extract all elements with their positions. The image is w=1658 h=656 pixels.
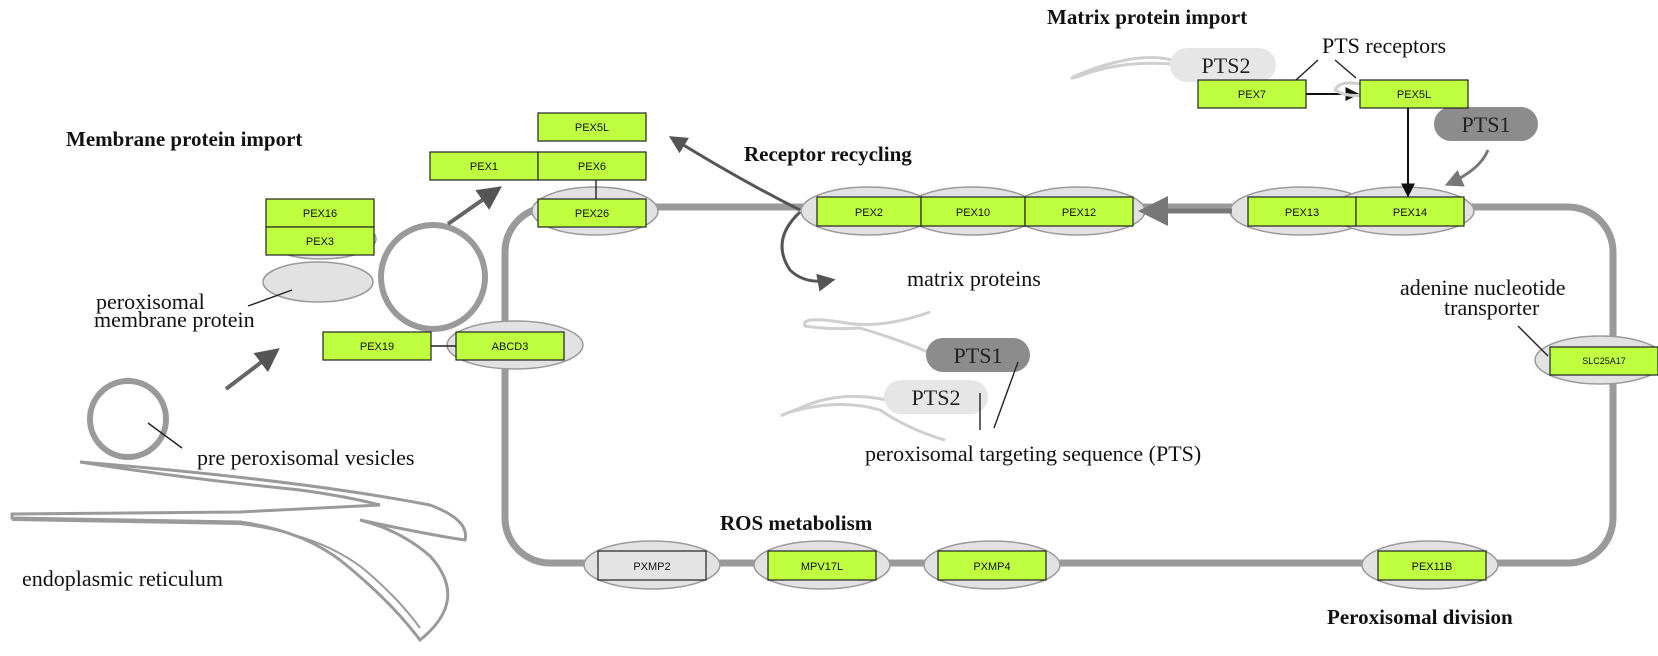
gene-abcd3-label: ABCD3	[492, 341, 529, 353]
label-adenine-line2: transporter	[1444, 295, 1540, 320]
gene-pex5l-recycled[interactable]: PEX5L	[537, 112, 647, 142]
section-ros-metabolism: ROS metabolism	[720, 511, 873, 535]
gene-pex13[interactable]: PEX13	[1247, 196, 1357, 227]
pre-vesicle-pointer	[147, 422, 183, 449]
pts-receptor-pointer-2	[1334, 59, 1357, 79]
gene-pex1[interactable]: PEX1	[429, 151, 539, 181]
arrow-to-pex1	[446, 186, 502, 226]
arrow-vesicle-to-pex19	[224, 348, 280, 391]
gene-pex5l-receptor-label: PEX5L	[1397, 89, 1431, 101]
gene-pex16-label: PEX16	[303, 208, 337, 220]
gene-pex26-label: PEX26	[575, 208, 609, 220]
gene-pex19[interactable]: PEX19	[322, 331, 432, 361]
pts2-tag-mid	[884, 380, 988, 414]
label-matrix-proteins: matrix proteins	[907, 266, 1041, 291]
pts1-tag-top	[1434, 107, 1538, 141]
label-endoplasmic-reticulum: endoplasmic reticulum	[22, 566, 223, 591]
gene-pex13-label: PEX13	[1285, 207, 1319, 219]
gene-pxmp2-label: PXMP2	[633, 561, 670, 573]
pts2-tag-top-label: PTS2	[1202, 53, 1251, 78]
pts1-protein-chain-mid	[802, 310, 931, 354]
pts2-protein-chain-top	[1070, 56, 1175, 80]
label-pmp-line1: peroxisomal	[96, 289, 205, 314]
pts-receptor-pointer-1	[1295, 59, 1319, 81]
pmp-pointer	[247, 289, 293, 307]
pts1-tag-mid-label: PTS1	[954, 343, 1003, 368]
pts2-tag-mid-label: PTS2	[912, 385, 961, 410]
recycling-arrow-down	[780, 210, 836, 292]
gene-pxmp4[interactable]: PXMP4	[937, 550, 1047, 581]
peroxisome-membrane	[501, 203, 1617, 567]
gene-pex14[interactable]: PEX14	[1355, 196, 1465, 227]
gene-pex19-label: PEX19	[360, 341, 394, 353]
gene-pex3[interactable]: PEX3	[265, 226, 375, 256]
endoplasmic-reticulum-shape	[10, 460, 468, 643]
gene-pex2-label: PEX2	[855, 207, 883, 219]
gene-pex14-label: PEX14	[1393, 207, 1427, 219]
section-receptor-recycling: Receptor recycling	[744, 142, 912, 166]
gene-pex2[interactable]: PEX2	[816, 196, 922, 227]
recycling-arrow-up	[668, 136, 801, 212]
section-matrix-protein-import: Matrix protein import	[1047, 5, 1247, 29]
gene-pex11b[interactable]: PEX11B	[1377, 550, 1487, 581]
gene-pxmp4-label: PXMP4	[973, 561, 1010, 573]
gene-pex12[interactable]: PEX12	[1024, 196, 1134, 227]
gene-pxmp2[interactable]: PXMP2	[597, 550, 707, 581]
label-pts-sequence: peroxisomal targeting sequence (PTS)	[865, 441, 1201, 466]
gene-slc25a17-label: SLC25A17	[1582, 356, 1626, 366]
gene-pex6[interactable]: PEX6	[537, 151, 647, 181]
gene-abcd3[interactable]: ABCD3	[455, 331, 565, 361]
pts-pointer-1	[993, 361, 1019, 429]
gene-pex5l-recycled-label: PEX5L	[575, 122, 609, 134]
pts1-to-pex14-arrow	[1444, 149, 1490, 187]
section-membrane-protein-import: Membrane protein import	[66, 127, 302, 151]
vesicle-large	[378, 222, 488, 332]
gene-mpv17l[interactable]: MPV17L	[767, 550, 877, 581]
adenine-pointer	[1517, 325, 1549, 357]
gene-pex6-label: PEX6	[578, 161, 606, 173]
label-pmp-line2: membrane protein	[94, 307, 255, 332]
label-adenine-line1: adenine nucleotide	[1400, 275, 1566, 300]
pts1-tag-top-label: PTS1	[1462, 112, 1511, 137]
pts1-tag-mid	[926, 338, 1030, 372]
section-peroxisomal-division: Peroxisomal division	[1327, 605, 1513, 629]
gene-pex16[interactable]: PEX16	[265, 198, 375, 228]
label-pts-receptors: PTS receptors	[1322, 33, 1446, 58]
gene-pex5l-receptor[interactable]: PEX5L	[1359, 79, 1469, 109]
gene-pex11b-label: PEX11B	[1412, 561, 1453, 573]
gene-pex10-label: PEX10	[956, 207, 990, 219]
er-inner-line	[11, 519, 421, 629]
pts2-protein-chain-mid	[780, 394, 946, 442]
gene-pex10[interactable]: PEX10	[920, 196, 1026, 227]
gene-pex1-label: PEX1	[470, 161, 498, 173]
gene-slc25a17[interactable]: SLC25A17	[1549, 346, 1658, 376]
gene-pex7[interactable]: PEX7	[1197, 79, 1307, 109]
gene-mpv17l-label: MPV17L	[801, 561, 843, 573]
pre-peroxisomal-vesicle	[87, 378, 169, 460]
gene-pex12-label: PEX12	[1062, 207, 1096, 219]
gene-pex3-label: PEX3	[306, 236, 334, 248]
pts2-tag-top	[1170, 48, 1276, 82]
gene-pex26[interactable]: PEX26	[537, 198, 647, 228]
pmp-oval	[262, 261, 374, 303]
label-pre-peroxisomal-vesicles: pre peroxisomal vesicles	[197, 445, 415, 470]
gene-pex7-label: PEX7	[1238, 89, 1266, 101]
